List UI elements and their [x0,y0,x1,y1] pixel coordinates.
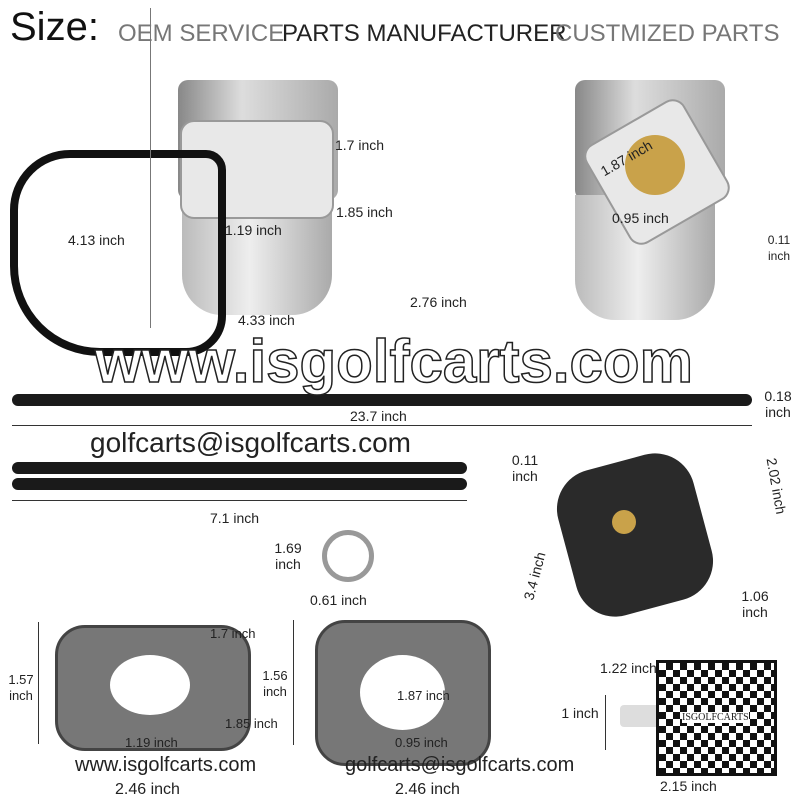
header-oem-service: OEM SERVICE [118,20,285,47]
dim-label: 4.13 inch [68,232,125,248]
dim-line-1-56 [293,620,294,745]
dim-label: 1.19 inch [225,222,282,238]
dim-label: 2.15 inch [660,778,717,794]
brass-throat [625,135,685,195]
dim-label: 3.4 inch [520,550,549,602]
qr-label: ISGOLFCARTS [682,712,749,723]
gasket-small-hole [110,655,190,715]
dim-label: 1.19 inch [125,735,178,750]
watermark-email-small: golfcarts@isgolfcarts.com [345,754,575,776]
dim-label: 2.46 inch [395,781,460,798]
short-fuel-line-2 [12,478,467,490]
short-fuel-line-1 [12,462,467,474]
dim-line-7-1 [12,500,467,501]
header-parts-manufacturer: PARTS MANUFACTURER [282,20,567,47]
watermark-email-large: golfcarts@isgolfcarts.com [90,427,411,458]
dim-label: 1.56 inch [262,668,288,699]
dim-label: 0.61 inch [310,592,367,608]
dim-label: 2.46 inch [115,781,180,798]
dim-label: 2.76 inch [410,294,467,310]
dim-label: 1.85 inch [336,204,393,220]
pump-diaphragm [612,510,636,534]
dim-label: 0.95 inch [395,735,448,750]
dim-label: 2.02 inch [763,456,790,516]
dim-label: 0.11 inch [511,452,539,484]
dim-label: 1.7 inch [335,137,385,153]
dim-label: 1.22 inch [600,660,657,676]
gasket-large-hole [360,655,445,730]
header-customized-parts: CUSTMIZED PARTS [555,20,780,47]
fuel-filter [620,705,660,727]
dim-label: 1.06 inch [741,588,769,620]
dim-label: 23.7 inch [350,408,407,424]
dim-label: 4.33 inch [238,312,295,328]
dim-label: 1.69 inch [274,540,302,572]
dim-label: 0.11 inch [767,233,791,263]
dim-line-1-57 [38,622,39,744]
dim-label: 1.87 inch [397,688,450,703]
dim-line-23-7 [12,425,752,426]
dim-label: 1 inch [561,705,599,721]
dim-line-1 [605,695,606,750]
dim-line-4-13 [150,8,151,328]
long-fuel-line [12,394,752,406]
hose-clamp [322,530,374,582]
dim-label: 1.57 inch [8,672,34,703]
fuel-pump [547,444,723,626]
dim-label: 1.85 inch [225,716,278,731]
size-title: Size: [10,5,99,49]
dim-label: 0.95 inch [612,210,669,226]
dim-label: 0.18 inch [764,388,792,420]
dim-label: 7.1 inch [210,510,260,526]
fuel-hose-loop [10,150,226,356]
watermark-site-large: www.isgolfcarts.com [94,328,693,395]
watermark-site-small: www.isgolfcarts.com [75,754,257,776]
dim-label: 1.7 inch [210,626,256,641]
